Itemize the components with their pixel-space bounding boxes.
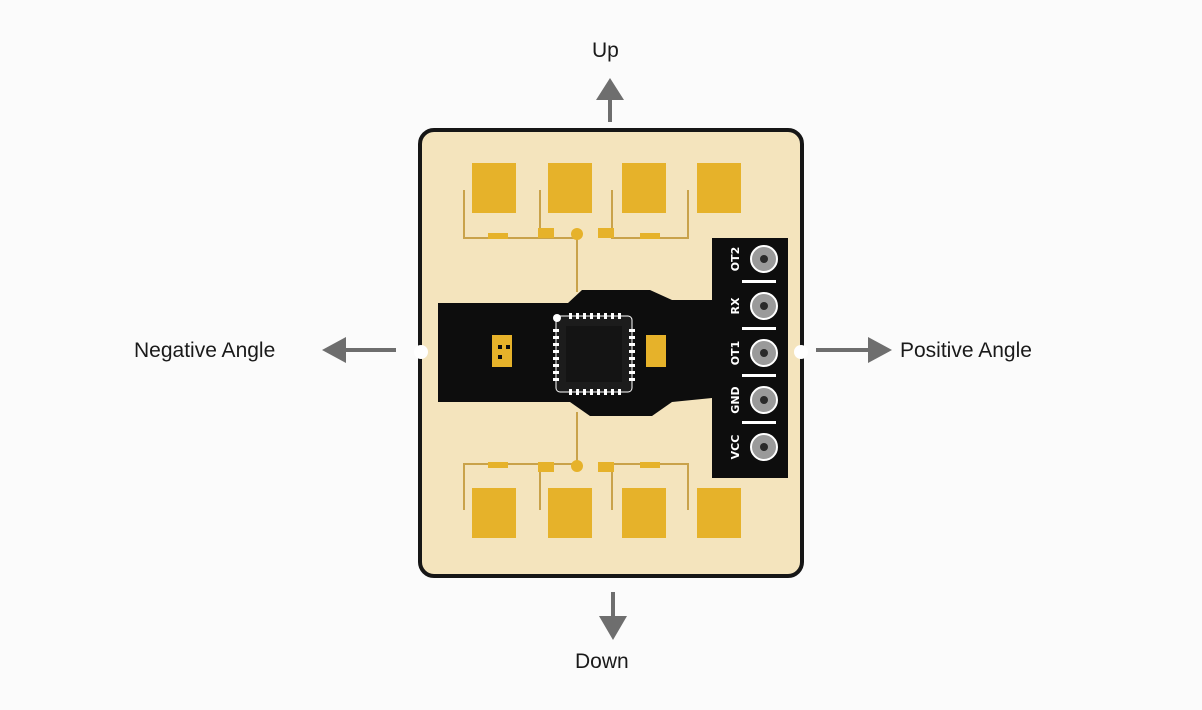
header-pin-ot1: OT1 xyxy=(729,327,778,367)
module-small-pads xyxy=(492,335,666,367)
top-antenna-pads xyxy=(472,163,741,213)
header-pin-label: VCC xyxy=(729,435,742,460)
bottom-antenna-pads xyxy=(472,488,741,538)
arrow-up-icon xyxy=(596,78,624,122)
antenna-pad xyxy=(472,488,516,538)
header-pin-label: GND xyxy=(729,386,742,413)
antenna-pad xyxy=(697,488,741,538)
header-pin-label: RX xyxy=(729,297,742,314)
header-pin-label: OT1 xyxy=(729,341,742,366)
direction-label-negative-angle: Negative Angle xyxy=(134,339,276,362)
bottom-trace-segments xyxy=(488,460,660,472)
antenna-pad xyxy=(472,163,516,213)
header-pin-ot2: OT2 xyxy=(729,245,778,273)
right-notch xyxy=(794,345,808,359)
radar-ic-chip xyxy=(553,313,635,395)
arrow-down-icon xyxy=(599,592,627,640)
header-pin-rx: RX xyxy=(729,280,778,320)
header-pin-vcc: VCC xyxy=(729,421,778,461)
arrow-right-icon xyxy=(816,337,892,363)
header-pin-label: OT2 xyxy=(729,247,742,272)
antenna-pad xyxy=(697,163,741,213)
antenna-pad xyxy=(622,163,666,213)
antenna-pad xyxy=(548,488,592,538)
header-pin-gnd: GND xyxy=(729,374,778,414)
direction-label-up: Up xyxy=(592,39,619,62)
antenna-pad xyxy=(548,163,592,213)
top-trace-segments xyxy=(488,228,660,240)
left-notch xyxy=(414,345,428,359)
direction-label-positive-angle: Positive Angle xyxy=(900,339,1032,362)
direction-label-down: Down xyxy=(575,650,629,673)
antenna-pad xyxy=(622,488,666,538)
arrow-left-icon xyxy=(322,337,396,363)
